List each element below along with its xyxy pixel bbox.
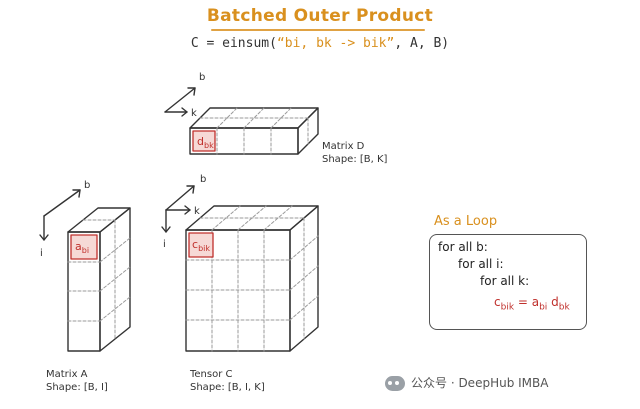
eq-d: d bbox=[547, 295, 559, 309]
matrix-d-name: Matrix D bbox=[322, 141, 365, 152]
loop-equation: cbik = abi dbk bbox=[494, 295, 570, 312]
eq-a-sub: bi bbox=[539, 302, 548, 313]
wechat-icon bbox=[385, 376, 405, 391]
matrix-a-shape-text: Shape: [B, I] bbox=[46, 382, 108, 393]
formula-prefix: C = einsum( bbox=[190, 36, 277, 51]
tensor-c-axis-b-label: b bbox=[200, 174, 206, 185]
diagram-title: Batched Outer Product bbox=[206, 6, 434, 26]
matrix-d-axis-b-label: b bbox=[199, 72, 205, 83]
matrix-a-cell-label: abi bbox=[75, 240, 89, 255]
eq-d-sub: bk bbox=[558, 302, 570, 313]
matrix-a-axis-b-label: b bbox=[84, 180, 90, 191]
matrix-a-name: Matrix A bbox=[46, 369, 88, 380]
tensor-c-cell-label: cbik bbox=[192, 238, 210, 253]
tensor-c-caption: Tensor C Shape: [B, I, K] bbox=[190, 368, 265, 394]
title-underline bbox=[211, 29, 425, 31]
tensor-c-name: Tensor C bbox=[190, 369, 233, 380]
matrix-a-shape bbox=[39, 189, 131, 352]
matrix-d-cell-label: dbk bbox=[197, 135, 214, 150]
matrix-d-shape-text: Shape: [B, K] bbox=[322, 154, 388, 165]
matrix-d-axis-k-label: k bbox=[191, 108, 197, 119]
loop-title: As a Loop bbox=[434, 214, 498, 229]
tensor-c-axis-i-label: i bbox=[163, 239, 166, 250]
formula-spec: “bi, bk -> bik” bbox=[276, 36, 395, 51]
einsum-formula: C = einsum(“bi, bk -> bik”, A, B) bbox=[0, 36, 640, 51]
tensor-c-shape bbox=[161, 185, 319, 352]
watermark: 公众号 · DeepHub IMBA bbox=[385, 374, 548, 391]
eq-a: = a bbox=[514, 295, 540, 309]
watermark-text: 公众号 · DeepHub IMBA bbox=[411, 376, 549, 390]
matrix-a-axis-i-label: i bbox=[40, 248, 43, 259]
loop-line-k: for all k: bbox=[480, 274, 530, 288]
loop-line-b: for all b: bbox=[438, 240, 488, 254]
eq-c: c bbox=[494, 295, 501, 309]
tensor-c-shape-text: Shape: [B, I, K] bbox=[190, 382, 265, 393]
loop-box: for all b: for all i: for all k: cbik = … bbox=[429, 234, 587, 330]
tensor-c-axis-k-label: k bbox=[194, 206, 200, 217]
loop-line-i: for all i: bbox=[458, 257, 504, 271]
formula-suffix: , A, B) bbox=[394, 36, 450, 51]
eq-c-sub: bik bbox=[500, 302, 515, 313]
matrix-d-caption: Matrix D Shape: [B, K] bbox=[322, 140, 387, 166]
matrix-d-shape bbox=[164, 87, 319, 155]
matrix-a-caption: Matrix A Shape: [B, I] bbox=[46, 368, 108, 394]
